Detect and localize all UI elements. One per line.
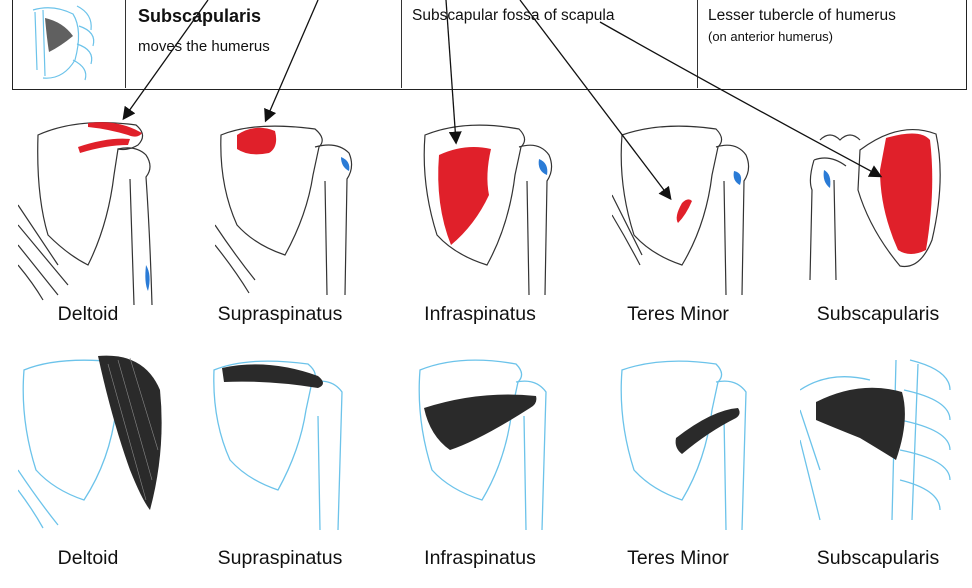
origin-text: Subscapular fossa of scapula <box>412 7 615 24</box>
deltoid-muscle-illustration <box>18 355 162 529</box>
subscapularis-thumbnail <box>32 5 95 81</box>
thumbnail-cell <box>13 0 126 88</box>
subscapularis-attachment-illustration <box>809 128 941 281</box>
label-deltoid-muscle: Deltoid <box>57 547 119 569</box>
label-supraspinatus: Supraspinatus <box>217 303 343 325</box>
label-infraspinatus: Infraspinatus <box>424 303 536 325</box>
deltoid-attachment-illustration <box>18 121 153 305</box>
label-teres-minor: Teres Minor <box>627 303 729 325</box>
insertion-note: (on anterior humerus) <box>708 29 833 44</box>
label-supraspinatus-muscle: Supraspinatus <box>217 547 343 569</box>
label-subscapularis: Subscapularis <box>816 303 940 325</box>
muscle-cell: Subscapularis moves the humerus <box>126 0 402 88</box>
muscle-table-row: Subscapularis moves the humerus Subscapu… <box>12 0 967 90</box>
supraspinatus-attachment-illustration <box>215 125 353 295</box>
label-deltoid: Deltoid <box>57 303 119 325</box>
label-infraspinatus-muscle: Infraspinatus <box>424 547 536 569</box>
infraspinatus-muscle-illustration <box>418 359 547 530</box>
muscle-action: moves the humerus <box>138 38 270 55</box>
infraspinatus-attachment-illustration <box>423 124 553 295</box>
label-subscapularis-muscle: Subscapularis <box>816 547 940 569</box>
supraspinatus-muscle-illustration <box>213 360 343 530</box>
subscapularis-muscle-illustration <box>800 359 951 521</box>
label-teres-minor-muscle: Teres Minor <box>627 547 729 569</box>
muscle-name: Subscapularis <box>138 6 262 26</box>
origin-cell: Subscapular fossa of scapula <box>402 0 698 88</box>
insertion-text: Lesser tubercle of humerus <box>708 7 896 24</box>
insertion-cell: Lesser tubercle of humerus (on anterior … <box>698 0 966 88</box>
teres-minor-attachment-illustration <box>612 125 750 295</box>
teres-minor-muscle-illustration <box>620 360 747 530</box>
